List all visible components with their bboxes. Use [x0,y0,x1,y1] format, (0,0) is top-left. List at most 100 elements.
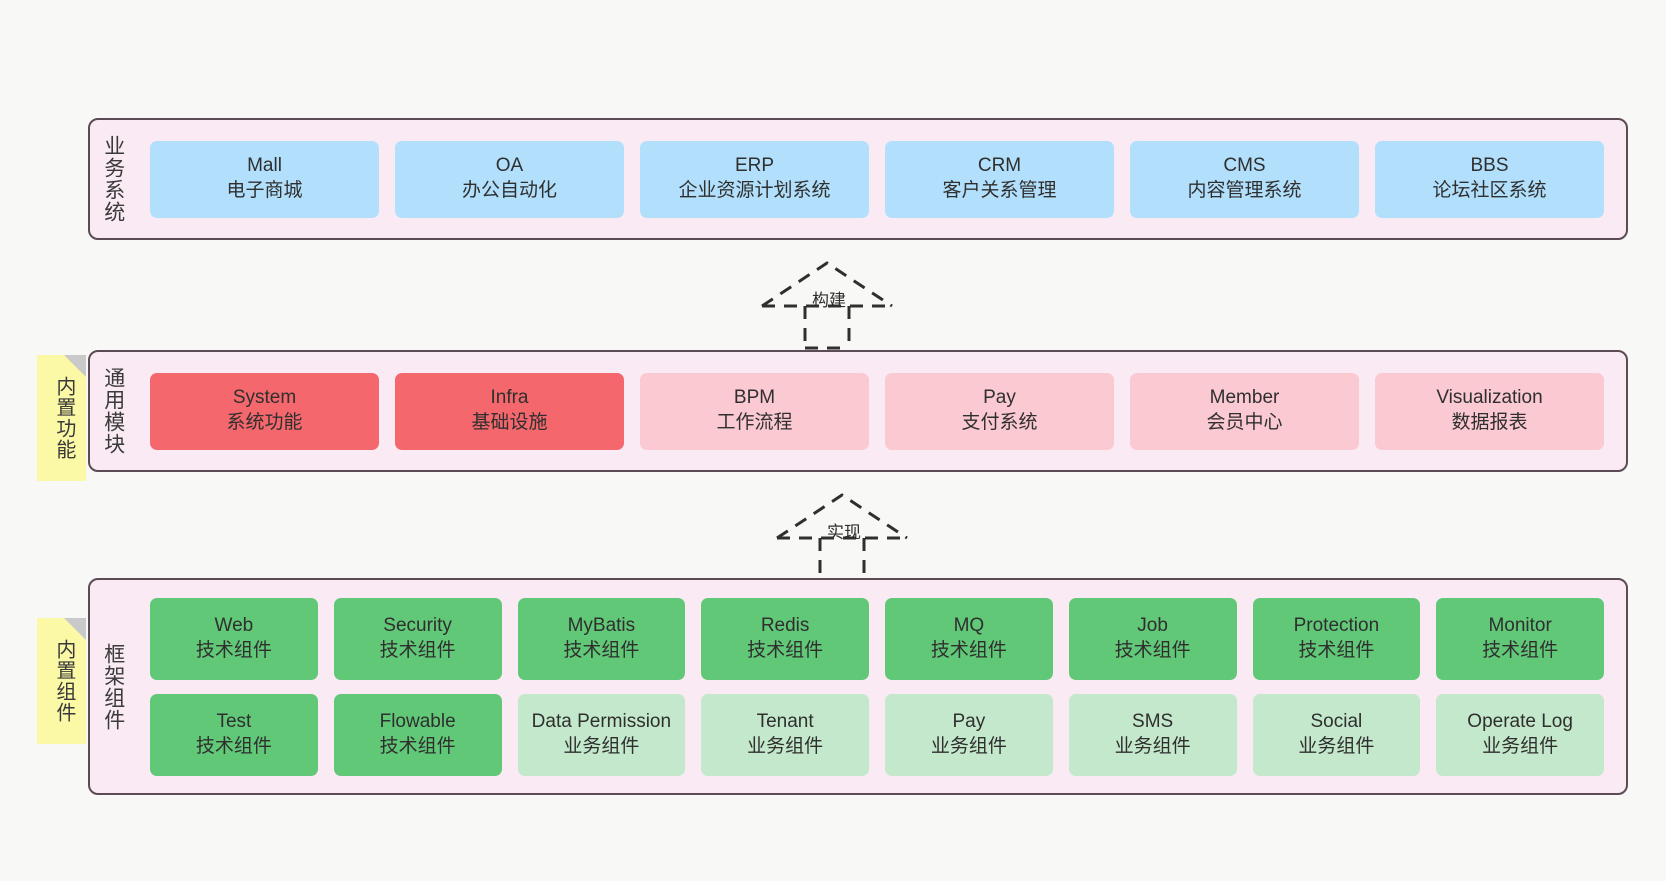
item-name: Redis [760,614,810,636]
item-desc: 业务组件 [563,735,640,757]
component-item-mybatis[interactable]: MyBatis 技术组件 [517,597,686,680]
item-name: Visualization [1436,387,1543,409]
note-builtin-functions: 内置功能 [37,355,86,481]
component-item-flowable[interactable]: Flowable 技术组件 [333,693,502,776]
module-item-bpm[interactable]: BPM 工作流程 [640,372,869,450]
layer-panel-framework-components: 框架组件 Web 技术组件 Security 技术组件 MyBatis 技术组件… [88,578,1628,795]
item-name: Data Permission [531,710,672,732]
item-name: Mall [247,155,282,177]
connector-implement: 实现 [772,490,922,582]
item-desc: 技术组件 [379,639,456,661]
framework-row-technical: Web 技术组件 Security 技术组件 MyBatis 技术组件 Redi… [142,597,1612,680]
component-item-protection[interactable]: Protection 技术组件 [1252,597,1421,680]
item-desc: 业务组件 [1114,735,1191,757]
component-item-job[interactable]: Job 技术组件 [1068,597,1237,680]
business-item-oa[interactable]: OA 办公自动化 [395,140,624,218]
item-desc: 技术组件 [195,639,272,661]
item-name: Monitor [1488,614,1552,636]
item-name: Pay [952,710,986,732]
item-desc: 业务组件 [930,735,1007,757]
item-desc: 客户关系管理 [942,180,1057,201]
layer-title-common-modules: 通用模块 [101,367,125,455]
item-name: ERP [734,155,775,177]
item-name: Operate Log [1467,710,1573,732]
item-desc: 会员中心 [1206,412,1283,433]
item-desc: 技术组件 [1298,639,1375,661]
item-desc: 业务组件 [747,735,824,757]
connector-build: 构建 [757,258,907,350]
note-fold-icon [64,355,86,377]
item-desc: 企业资源计划系统 [678,180,831,201]
item-desc: 技术组件 [930,639,1007,661]
item-desc: 工作流程 [716,412,793,433]
item-name: Security [383,614,452,636]
module-item-infra[interactable]: Infra 基础设施 [395,372,624,450]
business-item-bbs[interactable]: BBS 论坛社区系统 [1375,140,1604,218]
dashed-hollow-arrow-up-icon [761,261,893,350]
layer-items-business: Mall 电子商城 OA 办公自动化 ERP 企业资源计划系统 CRM 客户关系… [136,120,1626,238]
component-item-social[interactable]: Social 业务组件 [1252,693,1421,776]
item-desc: 论坛社区系统 [1432,180,1547,201]
component-item-monitor[interactable]: Monitor 技术组件 [1436,597,1604,680]
item-desc: 系统功能 [226,412,303,433]
item-desc: 技术组件 [747,639,824,661]
business-item-mall[interactable]: Mall 电子商城 [150,140,379,218]
note-label: 内置组件 [52,639,75,723]
item-name: Test [216,710,252,732]
business-item-erp[interactable]: ERP 企业资源计划系统 [640,140,869,218]
module-item-visualization[interactable]: Visualization 数据报表 [1375,372,1604,450]
item-name: MQ [953,614,985,636]
item-desc: 办公自动化 [461,180,557,201]
component-item-mq[interactable]: MQ 技术组件 [885,597,1053,680]
item-name: CMS [1223,155,1266,177]
component-item-redis[interactable]: Redis 技术组件 [701,597,869,680]
component-item-web[interactable]: Web 技术组件 [150,597,318,680]
component-item-security[interactable]: Security 技术组件 [333,597,502,680]
module-item-member[interactable]: Member 会员中心 [1130,372,1359,450]
component-item-tenant[interactable]: Tenant 业务组件 [701,693,869,776]
item-name: System [232,387,297,409]
layer-items-common-modules: System 系统功能 Infra 基础设施 BPM 工作流程 Pay 支付系统… [136,352,1626,470]
component-item-pay[interactable]: Pay 业务组件 [885,693,1053,776]
item-name: Member [1209,387,1280,409]
layer-title-framework-components: 框架组件 [101,642,125,731]
component-item-sms[interactable]: SMS 业务组件 [1068,693,1237,776]
item-desc: 技术组件 [1482,639,1559,661]
component-item-test[interactable]: Test 技术组件 [150,693,318,776]
module-item-pay[interactable]: Pay 支付系统 [885,372,1114,450]
item-desc: 内容管理系统 [1187,180,1302,201]
item-desc: 技术组件 [563,639,640,661]
layer-items-framework-components: Web 技术组件 Security 技术组件 MyBatis 技术组件 Redi… [136,580,1626,793]
item-name: MyBatis [567,614,636,636]
item-name: Pay [983,387,1016,409]
item-desc: 业务组件 [1482,735,1559,757]
item-name: Protection [1293,614,1380,636]
item-desc: 支付系统 [961,412,1038,433]
component-item-data-permission[interactable]: Data Permission 业务组件 [517,693,686,776]
note-label: 内置功能 [52,376,75,460]
item-desc: 基础设施 [471,412,548,433]
item-name: CRM [977,155,1022,177]
component-item-operate-log[interactable]: Operate Log 业务组件 [1436,693,1604,776]
framework-row-business: Test 技术组件 Flowable 技术组件 Data Permission … [142,693,1612,776]
connector-implement-label: 实现 [827,523,861,542]
item-name: SMS [1132,710,1174,732]
module-item-system[interactable]: System 系统功能 [150,372,379,450]
layer-title-business: 业务系统 [101,135,125,223]
item-desc: 技术组件 [1114,639,1191,661]
item-name: Social [1310,710,1363,732]
item-name: BPM [733,387,776,409]
item-desc: 数据报表 [1451,412,1528,433]
item-desc: 电子商城 [226,180,303,201]
note-fold-icon [64,618,86,640]
connector-build-label: 构建 [812,291,846,310]
item-desc: 技术组件 [195,735,272,757]
item-name: OA [495,155,524,177]
item-name: Web [214,614,254,636]
item-desc: 业务组件 [1298,735,1375,757]
item-name: Tenant [756,710,814,732]
business-item-crm[interactable]: CRM 客户关系管理 [885,140,1114,218]
item-name: Flowable [379,710,456,732]
business-item-cms[interactable]: CMS 内容管理系统 [1130,140,1359,218]
